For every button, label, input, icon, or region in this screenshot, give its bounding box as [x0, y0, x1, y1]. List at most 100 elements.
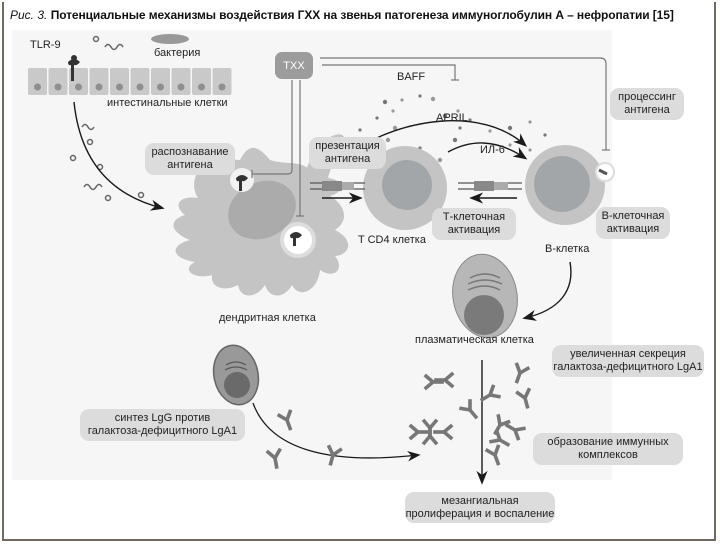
mesangial-box: мезангиальная пролиферация и воспаление [405, 492, 555, 523]
lgg-synthesis-box: синтез LgG против галактоза-дефицитного … [80, 409, 245, 441]
cytokine-dot [385, 137, 391, 143]
txx-node: ТХХ [275, 52, 313, 79]
intestinal-cells [28, 68, 232, 95]
antibody-icon [434, 371, 455, 389]
tlr9-receptor-icon [68, 55, 80, 81]
immune-complexes-box: образование иммунных комплексов [533, 433, 683, 465]
box-line: антигена [624, 104, 670, 116]
baff-label: BAFF [397, 71, 426, 83]
box-line: образование иммунных [547, 436, 669, 448]
b-cell-label: В-клетка [545, 243, 590, 255]
t-cd4-cell-label: T CD4 клетка [358, 234, 426, 246]
cell-nucleus [75, 83, 82, 91]
cytokine-dot [392, 125, 398, 131]
cytokine-dot [400, 98, 404, 102]
cell-nucleus [177, 83, 185, 91]
box-line: В-клеточная [601, 210, 665, 222]
box-line: пролиферация и воспаление [405, 507, 555, 520]
cytokine-dot [437, 157, 443, 163]
antibody-icon [276, 409, 293, 431]
cytokine-dot [456, 109, 460, 113]
bacteria-label: бактерия [154, 47, 201, 59]
il6-arrow [447, 142, 528, 160]
t-cd4-cell [363, 146, 447, 230]
bacteria-icon [151, 34, 189, 44]
increased-secretion-box: увеличенная секреция галактоза-дефицитно… [552, 345, 704, 377]
free-antigens [69, 35, 145, 202]
box-line: Т-клеточная [442, 211, 506, 223]
intestinal-cell [192, 68, 211, 95]
antibodies [265, 362, 532, 469]
intestinal-cell [28, 68, 47, 95]
intestinal-cell [89, 68, 109, 95]
box-line: антигена [324, 153, 371, 165]
cytokine-dot [382, 99, 388, 105]
dendritic-cell-label: дендритная клетка [219, 312, 316, 324]
box-line: активация [447, 224, 501, 236]
cytokine-dot [430, 96, 436, 102]
box-line: распознавание [151, 146, 229, 158]
txx-inhibition-lines [251, 57, 610, 217]
arrow-bcell-to-plasma [522, 261, 572, 321]
antibody-icon [504, 423, 526, 441]
antigen-recognition-box: распознавание антигена [145, 143, 235, 175]
antibody-icon [421, 425, 439, 446]
figure-caption: Рис. 3. Потенциальные механизмы воздейст… [10, 8, 674, 22]
plasma-cell [452, 253, 518, 339]
receptor-icon [236, 175, 302, 246]
antigen-processing-box: процессинг антигена [610, 88, 684, 120]
cytokine-dot [418, 94, 422, 98]
arrow-intestinal-to-dendritic [73, 101, 165, 211]
cytokine-dot [528, 120, 532, 124]
cytokine-dot [458, 126, 462, 130]
box-line: увеличенная секреция [570, 348, 686, 360]
cytokine-dot [452, 137, 458, 143]
lgg-plasma-cell [212, 344, 260, 406]
antibody-icon [459, 399, 479, 420]
cell-nucleus [34, 83, 41, 91]
plasma-cell-label: плазматическая клетка [415, 334, 534, 346]
antibody-icon [484, 444, 501, 466]
antigen-presentation-box: презентация антигена [309, 137, 386, 169]
cytokine-dot [391, 109, 395, 113]
box-line: активация [606, 223, 660, 235]
intestinal-cell [171, 68, 191, 95]
antibody-icon [479, 384, 501, 402]
box-line: галактоза-дефицитного LgA1 [87, 425, 238, 437]
cell-nucleus [218, 83, 226, 91]
cell-nucleus [136, 83, 144, 91]
antibody-icon [326, 444, 343, 466]
box-line: мезангиальная [441, 494, 519, 507]
cytokine-dot [358, 128, 362, 132]
cytokine-dot [528, 148, 532, 152]
cell-nucleus [157, 83, 164, 91]
antibody-icon [514, 362, 531, 384]
cytokine-dot [508, 143, 512, 147]
b-cell [525, 145, 615, 225]
arrow-lgg-to-complexes [252, 402, 421, 462]
intestinal-cell [151, 68, 170, 95]
cytokine-dot [442, 113, 448, 119]
intestinal-cells-label: интестинальные клетки [107, 97, 228, 109]
cytokine-dot [543, 133, 547, 137]
antibody-icon [265, 447, 282, 469]
immune-synapse-1 [310, 181, 365, 204]
intestinal-cell [130, 68, 150, 95]
intestinal-cell [110, 68, 129, 95]
il6-label: ИЛ-6 [480, 144, 505, 156]
antibody-icon [433, 423, 454, 441]
caption-title: Потенциальные механизмы воздействия ГХХ … [50, 8, 674, 22]
b-cell-activation-box: В-клеточная активация [596, 207, 670, 239]
antibody-icon [489, 429, 511, 447]
april-label: APRIL [436, 112, 468, 124]
cytokine-dot [507, 125, 513, 131]
t-cell-activation-box: Т-клеточная активация [432, 208, 516, 240]
caption-prefix: Рис. 3. [10, 8, 48, 22]
antibody-icon [408, 423, 429, 441]
cytokine-dots [358, 94, 547, 163]
antibody-icon [515, 387, 532, 409]
box-line: галактоза-дефицитного LgA1 [553, 361, 703, 373]
intestinal-cell [48, 68, 68, 95]
cytokine-dot [375, 116, 379, 120]
